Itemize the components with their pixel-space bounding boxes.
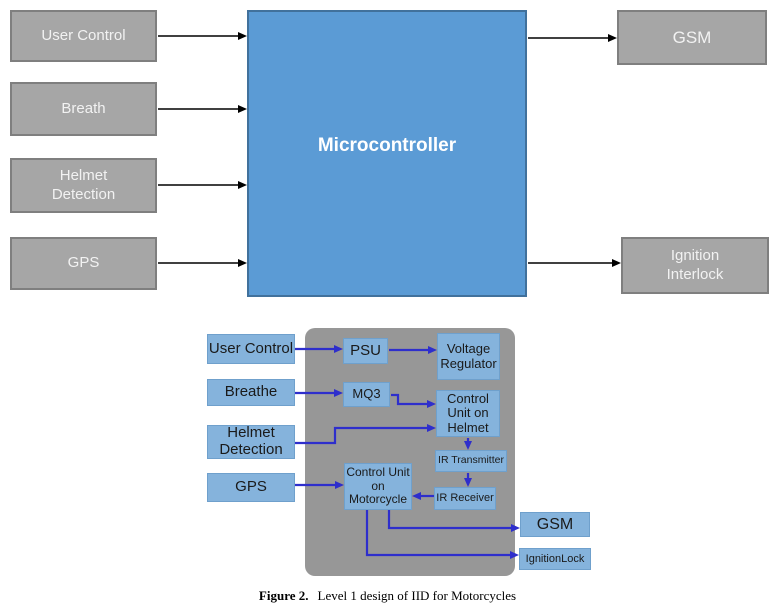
l1-mq3-label: MQ3	[352, 386, 381, 402]
block-helmet-detection-label: Helmet Detection	[51, 166, 116, 203]
block-ignition-interlock: Ignition Interlock	[621, 237, 769, 294]
l1-user-control-label: User Control	[208, 339, 294, 357]
l1-block-gps: GPS	[207, 473, 295, 502]
figure-caption: Figure 2. Level 1 design of IID for Motor…	[0, 588, 775, 604]
block-user-control-label: User Control	[41, 26, 126, 44]
l1-ir-transmitter-label: IR Transmitter	[438, 454, 504, 467]
l1-block-mq3: MQ3	[343, 382, 390, 407]
l1-block-breathe: Breathe	[207, 379, 295, 406]
block-ignition-interlock-label: Ignition Interlock	[666, 246, 724, 283]
figure-caption-number: Figure 2.	[258, 588, 309, 603]
l1-block-helmet-detection: Helmet Detection	[207, 424, 295, 459]
l1-voltage-regulator-label: Voltage Regulator	[440, 340, 497, 371]
l1-block-control-unit-motorcycle: Control Unit on Motorcycle	[344, 463, 412, 510]
block-breath-label: Breath	[61, 99, 106, 117]
l1-breathe-label: Breathe	[224, 383, 278, 401]
block-gps: GPS	[10, 237, 157, 290]
l1-block-user-control: User Control	[207, 334, 295, 364]
block-gps-label: GPS	[67, 254, 100, 272]
block-breath: Breath	[10, 82, 157, 136]
l1-ignition-lock-label: IgnitionLock	[525, 552, 585, 565]
l1-block-ignition-lock: IgnitionLock	[519, 548, 591, 570]
l1-block-gsm: GSM	[520, 512, 590, 537]
l1-control-unit-helmet-label: Control Unit on Helmet	[447, 390, 489, 435]
l1-ir-receiver-label: IR Receiver	[436, 492, 494, 505]
l1-block-control-unit-helmet: Control Unit on Helmet	[436, 390, 500, 437]
l1-helmet-detection-label: Helmet Detection	[219, 424, 283, 458]
l1-block-psu: PSU	[343, 338, 388, 364]
l1-block-ir-receiver: IR Receiver	[434, 487, 496, 510]
block-microcontroller: Microcontroller	[247, 10, 527, 297]
block-user-control: User Control	[10, 10, 157, 62]
block-gsm-label: GSM	[672, 27, 712, 47]
block-helmet-detection: Helmet Detection	[10, 158, 157, 213]
figure-caption-text: Level 1 design of IID for Motorcycles	[317, 588, 517, 603]
l1-psu-label: PSU	[350, 341, 381, 359]
block-microcontroller-label: Microcontroller	[317, 134, 457, 156]
l1-gps-label: GPS	[235, 478, 267, 496]
block-gsm: GSM	[617, 10, 767, 65]
l1-gsm-label: GSM	[536, 515, 574, 533]
l1-block-voltage-regulator: Voltage Regulator	[437, 333, 500, 380]
l1-control-unit-motorcycle-label: Control Unit on Motorcycle	[346, 465, 410, 507]
l1-block-ir-transmitter: IR Transmitter	[435, 450, 507, 472]
